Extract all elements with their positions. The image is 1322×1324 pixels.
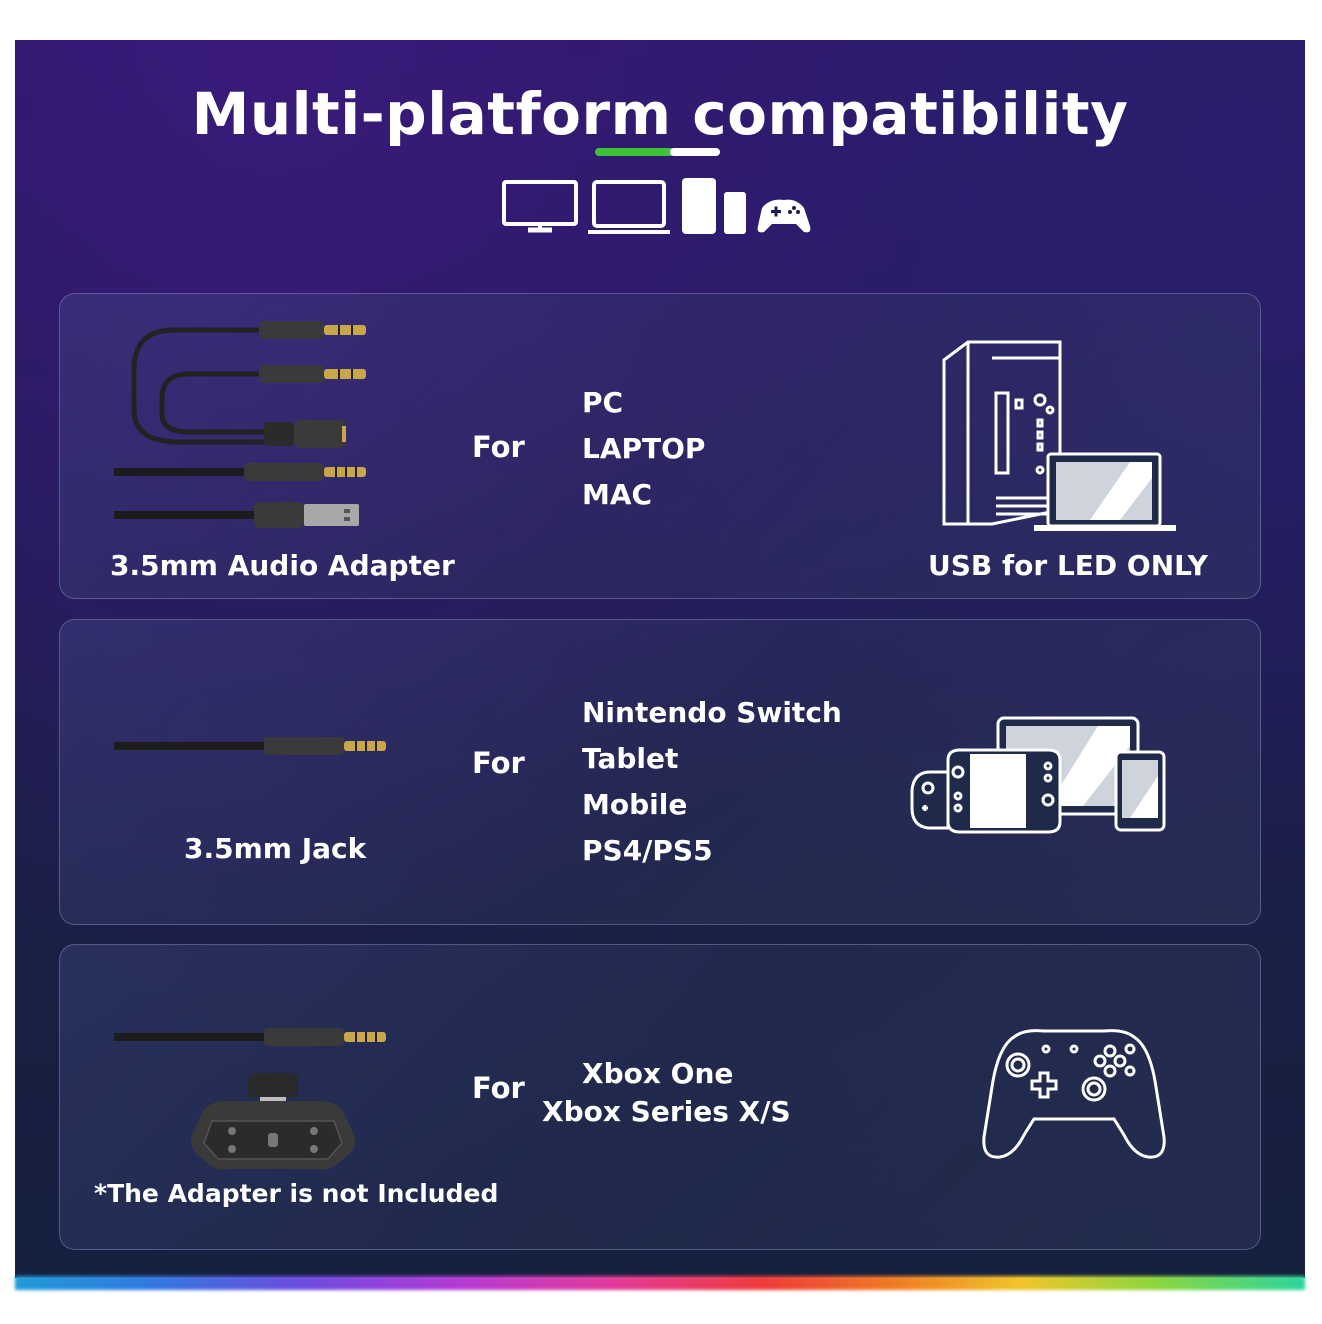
platform-item: Nintendo Switch xyxy=(582,696,842,729)
platform-item: LAPTOP xyxy=(582,432,706,465)
page-title: Multi-platform compatibility xyxy=(191,80,1129,148)
monitor-icon xyxy=(502,180,578,233)
title-underline-white xyxy=(670,148,720,156)
switch-tablet-phone-icon xyxy=(910,716,1166,834)
laptop-icon xyxy=(588,180,670,234)
platform-item: Tablet xyxy=(582,742,679,775)
rainbow-glow-bar xyxy=(15,1276,1305,1290)
gamepad-icon xyxy=(757,199,811,233)
phone-icon xyxy=(724,192,746,234)
pc-tower-laptop-icon xyxy=(942,340,1176,531)
audio-adapter-cable-illustration xyxy=(114,321,366,528)
platform-item: MAC xyxy=(582,478,653,511)
platform-item: Xbox Series X/S xyxy=(542,1095,791,1128)
platform-item: PS4/PS5 xyxy=(582,834,713,867)
controller-icon xyxy=(982,1029,1166,1159)
platform-item: Xbox One xyxy=(582,1057,734,1090)
usb-caption: USB for LED ONLY xyxy=(928,549,1208,582)
platform-item: PC xyxy=(582,386,624,419)
card-switch-mobile: 3.5mm Jack For Nintendo Switch Tablet Mo… xyxy=(59,619,1261,925)
for-label: For xyxy=(472,1071,525,1105)
jack-cable-illustration xyxy=(114,737,386,755)
tablet-icon xyxy=(682,178,716,234)
device-icons xyxy=(502,178,811,234)
for-label: For xyxy=(472,746,525,780)
compatibility-poster: Multi-platform compatibility xyxy=(15,40,1305,1278)
product-label: 3.5mm Audio Adapter xyxy=(110,549,455,582)
card-pc: 3.5mm Audio Adapter For PC LAPTOP MAC US… xyxy=(59,293,1261,599)
product-note: *The Adapter is not Included xyxy=(94,1179,499,1208)
platform-item: Mobile xyxy=(582,788,688,821)
xbox-stereo-adapter-illustration xyxy=(190,1073,356,1170)
jack-cable-illustration xyxy=(114,1028,386,1046)
for-label: For xyxy=(472,430,525,464)
product-label: 3.5mm Jack xyxy=(184,832,367,865)
card-xbox: *The Adapter is not Included For Xbox On… xyxy=(59,944,1261,1250)
title-underline-green xyxy=(595,148,675,156)
